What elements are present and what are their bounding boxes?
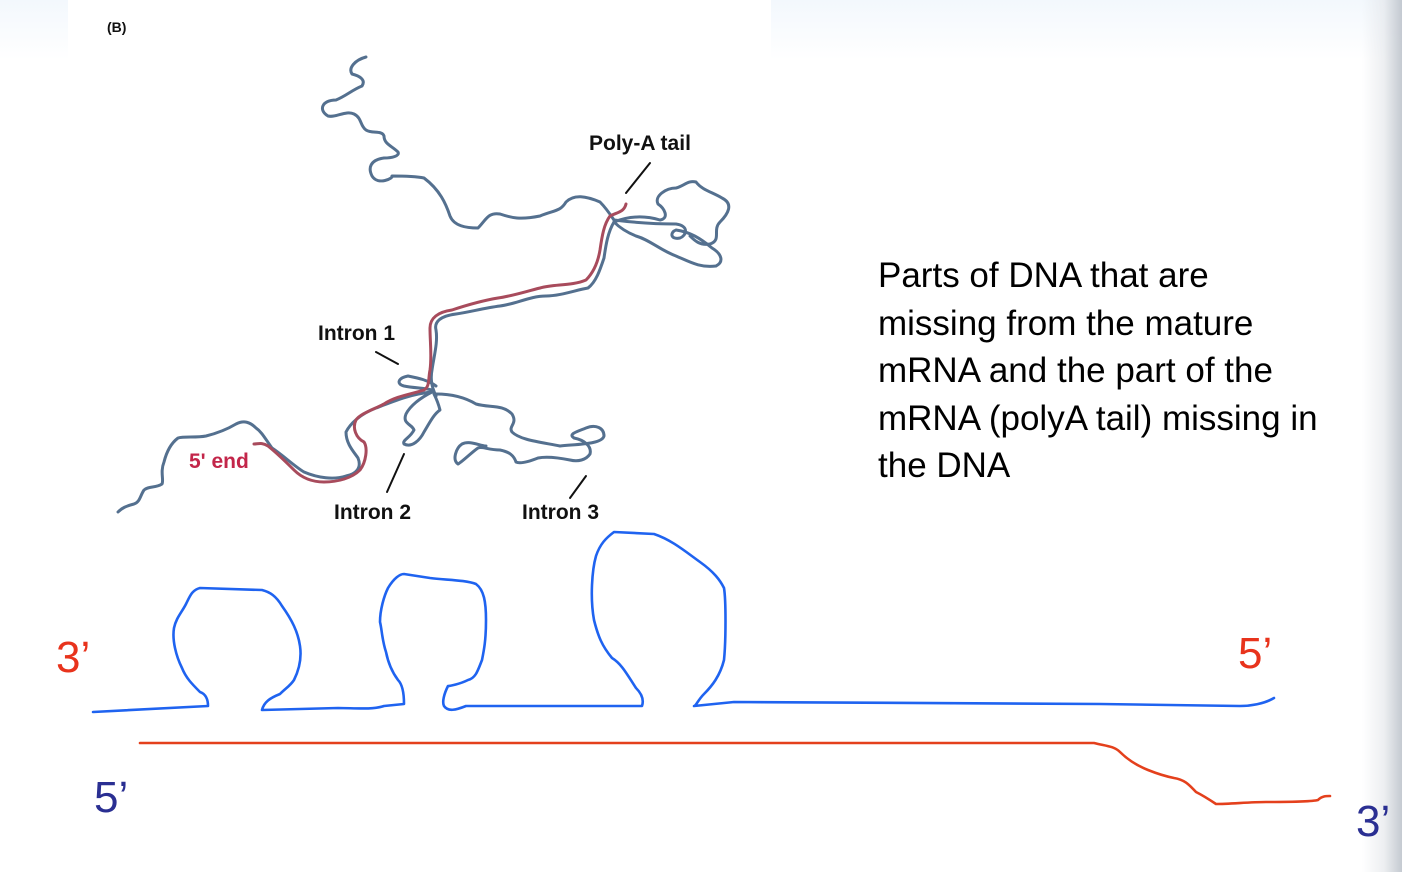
mrna-strand-figure: [252, 202, 628, 484]
intron-2-loop: [402, 390, 442, 447]
dna-sketch-strand-with-loops: [91, 530, 1276, 714]
dna-trunk: [429, 220, 616, 398]
dna-strand-figure: [116, 55, 731, 514]
dna-5-prime-label: 5’: [1238, 629, 1273, 678]
intron-1-leader: [375, 351, 399, 365]
dna-lower-left: [116, 390, 434, 514]
figure-panel: [68, 0, 771, 540]
intron-2-label: Intron 2: [334, 501, 411, 524]
poly-a-tail-label: Poly-A tail: [589, 132, 691, 155]
dna-template-sketch: [91, 530, 1276, 714]
dna-3-prime-label: 3’: [56, 633, 91, 682]
five-prime-end-label: 5' end: [189, 450, 249, 473]
dna-right-loop: [612, 180, 731, 268]
dna-upper-tail: [320, 55, 616, 230]
mrna-strand: [252, 202, 628, 484]
figure-panel-label: (B): [107, 19, 127, 35]
mrna-5-prime-label: 5’: [94, 773, 129, 822]
intron-2-leader: [386, 453, 405, 493]
annotation-leader-lines: [375, 162, 651, 499]
poly-a-leader: [625, 162, 651, 194]
intron-3-loop: [434, 392, 606, 466]
explanation-text: Parts of DNA that are missing from the m…: [878, 256, 1318, 485]
mrna-3-prime-label: 3’: [1356, 797, 1391, 846]
intron-1-loop: [397, 374, 438, 392]
slide-edge-shadow: [1362, 0, 1402, 872]
mrna-sketch: [138, 741, 1332, 806]
mrna-sketch-strand: [138, 741, 1332, 806]
intron-3-leader: [569, 475, 587, 499]
intron-1-label: Intron 1: [318, 322, 395, 345]
intron-3-label: Intron 3: [522, 501, 599, 524]
